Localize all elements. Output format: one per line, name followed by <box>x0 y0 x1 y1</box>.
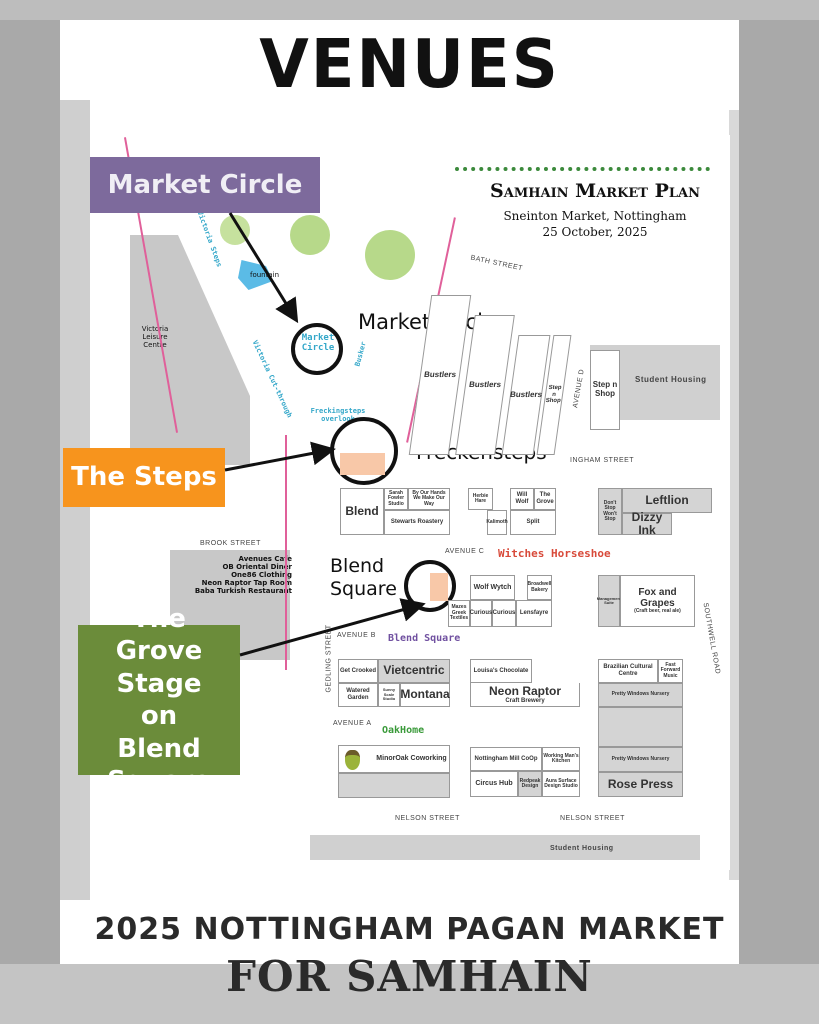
stall: Rose Press <box>598 772 683 797</box>
stall: Dizzy Ink <box>622 510 672 537</box>
grunge-border-left <box>0 0 60 1024</box>
pink-path <box>285 435 287 670</box>
stall-name: Neon Raptor <box>489 683 561 698</box>
footer-line-2: FOR SAMHAIN <box>226 952 593 1001</box>
stall: Kalimoth <box>486 510 508 535</box>
stall: Curious <box>492 600 516 627</box>
market-circle-arrow <box>228 212 299 324</box>
freckingsteps-overlook-label: Freckingsteps overlook <box>310 407 366 423</box>
stall: Stewarts Roastery <box>384 510 450 535</box>
market-circle-ring <box>291 323 343 375</box>
avenue-c-label: AVENUE C <box>445 548 485 555</box>
stall: The Grove <box>534 488 556 510</box>
student-housing-bottom <box>310 835 700 860</box>
stall: Redpeak Design <box>518 771 542 797</box>
plan-subtitle: Sneinton Market, Nottingham <box>503 209 687 223</box>
stall: Sarah Fowler Studio <box>384 488 408 510</box>
brook-street-label: BROOK STREET <box>200 540 261 547</box>
tree-icon <box>290 215 330 255</box>
stall: Get Crooked <box>338 659 378 683</box>
blend-square-hand-label: Blend Square <box>388 633 461 644</box>
stall: Pretty Windows Nursery <box>598 747 683 772</box>
stall: Fox and Grapes (Craft beer, real ale) <box>620 575 695 627</box>
blend-square-ring <box>404 560 456 612</box>
stall: MinorOak Coworking <box>338 745 450 773</box>
steps-area <box>340 453 385 475</box>
grove-stage-callout: The Grove Stage on Blend Square <box>78 604 240 796</box>
market-circle-callout: Market Circle <box>90 157 320 213</box>
stall: Mazes Greek Textiles <box>448 600 470 627</box>
stall: Pretty Windows Nursery <box>598 683 683 707</box>
tree-icon <box>365 230 415 280</box>
stall: Don't Stop Won't Stop <box>598 488 622 535</box>
footer-line-1: 2025 NOTTINGHAM PAGAN MARKET <box>94 912 725 947</box>
stall: Louisa's Chocolate <box>470 659 532 683</box>
steps-arrow <box>224 441 336 472</box>
stall-empty <box>338 773 450 798</box>
grunge-border-top <box>0 0 819 20</box>
nelson-street-label: NELSON STREET <box>395 815 460 822</box>
stall: Blend <box>340 488 384 535</box>
stall: By Our Hands We Make Our Way <box>408 488 450 510</box>
grove-stage-area <box>430 573 448 601</box>
stall-sub: Craft Brewery <box>505 697 545 704</box>
stall: Circus Hub <box>470 771 518 797</box>
stall: Herbie Hare <box>468 488 493 510</box>
grunge-patch <box>729 110 739 880</box>
fountain-label: fountain <box>250 271 280 279</box>
nelson-street-label: NELSON STREET <box>560 815 625 822</box>
oakhome-label: OakHome <box>382 725 425 736</box>
stall: Fast Forward Music <box>658 659 683 683</box>
grunge-border-right <box>739 0 819 1024</box>
plan-title: Samhain Market Plan <box>490 180 700 202</box>
stall: Wolf Wytch <box>470 575 515 600</box>
stall: Will Wolf <box>510 488 534 510</box>
the-steps-callout: The Steps <box>63 448 225 507</box>
stall: Split <box>510 510 556 535</box>
avenue-b-label: AVENUE B <box>337 632 376 639</box>
avenues-label: Avenues Cafe OB Oriental Diner One86 Clo… <box>194 555 292 595</box>
street-label: INGHAM STREET <box>570 457 635 464</box>
victoria-leisure-label: Victoria Leisure Centre <box>141 325 169 349</box>
holly-garland-icon <box>455 167 710 177</box>
page-title: VENUES <box>259 26 560 104</box>
stall: Nottingham Mill CoOp <box>470 747 542 771</box>
stall: Sunny Scale Studio <box>378 683 400 707</box>
stall: Vietcentric <box>378 659 450 683</box>
stall: Watered Garden <box>338 683 378 707</box>
stall: Aura Surface Design Studio <box>542 771 580 797</box>
stall: Step n Shop <box>590 350 620 430</box>
stall: Broadwell Bakery <box>527 575 552 600</box>
stall: Working Man's Kitchen <box>542 747 580 771</box>
acorn-icon <box>345 750 360 770</box>
student-housing-label: Student Housing <box>550 845 614 852</box>
plan-date: 25 October, 2025 <box>542 225 648 239</box>
student-housing-label: Student Housing <box>635 375 707 384</box>
blend-square-map-label: Blend Square <box>330 555 397 600</box>
stall: Leftlion <box>622 488 712 513</box>
stall: Montana <box>400 683 450 707</box>
witches-horseshoe-label: Witches Horseshoe <box>498 547 611 560</box>
stall-sub: (Craft beer, real ale) <box>634 608 681 615</box>
stall-name: Fox and Grapes <box>638 587 677 610</box>
stall: Lensfayre <box>516 600 552 627</box>
avenue-a-label: AVENUE A <box>333 720 372 727</box>
stall: Brazilian Cultural Centre <box>598 659 658 683</box>
stall: Management Suite <box>597 575 621 627</box>
stall: Curious <box>470 600 492 627</box>
stall: Neon Raptor Craft Brewery <box>470 683 580 707</box>
grunge-border-bottom <box>0 964 819 1024</box>
stall-no-way-through <box>598 707 683 747</box>
grove-stage-arrow <box>239 598 426 657</box>
